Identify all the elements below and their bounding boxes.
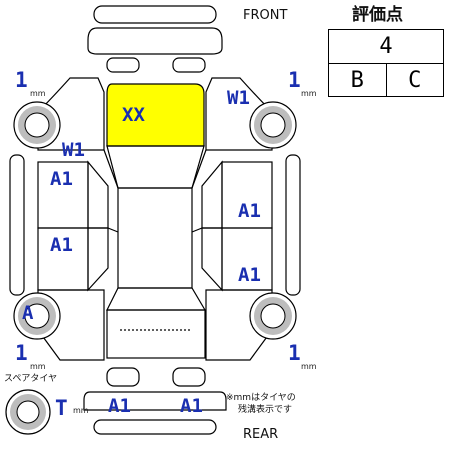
spare-wheel bbox=[5, 389, 51, 435]
roof bbox=[106, 145, 205, 189]
rear-bumper bbox=[83, 391, 227, 411]
spare-tire-label: スペアタイヤ bbox=[4, 374, 58, 384]
grade-table: 4 B C bbox=[328, 29, 444, 97]
mark-rear-right-door: A1 bbox=[238, 264, 261, 286]
right-sill bbox=[285, 154, 301, 296]
roof-center bbox=[117, 187, 193, 289]
rear-right-wheel bbox=[249, 292, 297, 340]
left-sill bbox=[9, 154, 25, 296]
mark-front-left-door: A1 bbox=[50, 168, 73, 190]
unit-spare: mm bbox=[73, 406, 89, 415]
tire-depth-front-right: 1 bbox=[288, 68, 301, 92]
hood bbox=[87, 27, 223, 55]
rear-left-wheel bbox=[13, 292, 61, 340]
mark-roof: XX bbox=[122, 104, 145, 126]
unit-rear-right: mm bbox=[301, 362, 317, 371]
trunk bbox=[106, 309, 206, 359]
mark-rear-bumper-right: A1 bbox=[180, 395, 203, 417]
tire-depth-front-left: 1 bbox=[15, 68, 28, 92]
unit-front-right: mm bbox=[301, 89, 317, 98]
rear-window bbox=[106, 287, 207, 311]
headlight-right bbox=[172, 57, 206, 73]
mark-windshield-right: W1 bbox=[227, 87, 250, 109]
mark-rear-left-wheel: A bbox=[22, 302, 34, 324]
taillight-left bbox=[106, 367, 140, 387]
headlight-left bbox=[106, 57, 140, 73]
spare-tire-depth: T bbox=[55, 396, 68, 420]
front-right-wheel bbox=[249, 101, 297, 149]
note-line-1: ※mmはタイヤの bbox=[226, 393, 296, 403]
exterior-grade: B bbox=[329, 64, 387, 96]
interior-grade: C bbox=[408, 67, 422, 93]
taillight-right bbox=[172, 367, 206, 387]
front-label: FRONT bbox=[243, 8, 288, 23]
front-bumper bbox=[93, 5, 217, 24]
tire-depth-rear-right: 1 bbox=[288, 341, 301, 365]
rear-bumper-bottom bbox=[93, 419, 217, 435]
mark-windshield-left: W1 bbox=[62, 139, 85, 161]
mark-rear-bumper-left: A1 bbox=[108, 395, 131, 417]
grade-title: 評価点 bbox=[352, 5, 403, 25]
note-line-2: 残溝表示です bbox=[238, 405, 293, 415]
front-left-wheel bbox=[13, 101, 61, 149]
overall-grade: 4 bbox=[329, 30, 443, 64]
mark-rear-left-door: A1 bbox=[50, 234, 73, 256]
unit-rear-left: mm bbox=[30, 362, 46, 371]
unit-front-left: mm bbox=[30, 89, 46, 98]
tire-depth-rear-left: 1 bbox=[15, 341, 28, 365]
rear-label: REAR bbox=[243, 427, 279, 442]
mark-front-right-door: A1 bbox=[238, 200, 261, 222]
